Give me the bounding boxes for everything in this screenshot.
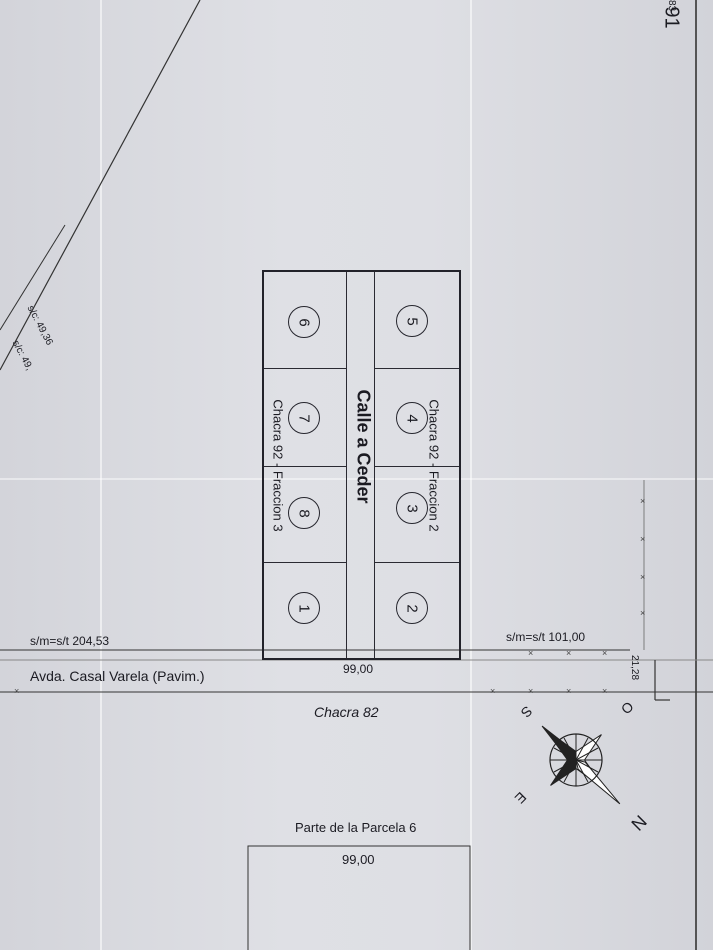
lot-5: 5 xyxy=(396,305,428,337)
lot-8: 8 xyxy=(288,497,320,529)
boundary-mark: × xyxy=(14,686,20,696)
boundary-mark: × xyxy=(490,686,496,696)
compass-rose-icon xyxy=(541,725,621,805)
right-frontage: s/m=s/t 101,00 xyxy=(506,630,586,644)
chacra-82-label: Chacra 82 xyxy=(314,704,379,720)
boundary-mark: × xyxy=(640,534,646,544)
lot-4: 4 xyxy=(396,402,428,434)
boundary-mark: × xyxy=(640,496,646,506)
boundary-mark: × xyxy=(566,686,572,696)
lot-2: 2 xyxy=(396,592,428,624)
avenue-label: Avda. Casal Varela (Pavim.) xyxy=(30,668,205,684)
boundary-mark: × xyxy=(528,686,534,696)
boundary-mark: × xyxy=(602,648,608,658)
fold-line xyxy=(100,0,102,950)
lot-3: 3 xyxy=(396,492,428,524)
fraction-3-label: Chacra 92 - Fraccion 3 xyxy=(270,399,286,532)
boundary-mark: × xyxy=(528,648,534,658)
fraction-2-label: Chacra 92 - Fraccion 2 xyxy=(426,399,442,532)
boundary-mark: × xyxy=(602,686,608,696)
lot-6: 6 xyxy=(288,306,320,338)
boundary-mark: × xyxy=(640,608,646,618)
right-offset: 21,28 xyxy=(629,654,641,681)
diagonal-boundary xyxy=(0,0,201,371)
street-label: Calle a Ceder xyxy=(353,389,374,504)
parcel-width: 99,00 xyxy=(342,852,375,867)
left-frontage: s/m=s/t 204,53 xyxy=(30,634,110,648)
block xyxy=(262,270,461,660)
boundary-mark: × xyxy=(566,648,572,658)
parcel-label: Parte de la Parcela 6 xyxy=(295,820,417,835)
fold-line xyxy=(470,0,472,950)
lot-1: 1 xyxy=(288,592,320,624)
sheet-border xyxy=(695,0,697,950)
fold-line xyxy=(0,478,713,480)
lot-7: 7 xyxy=(288,402,320,434)
boundary-mark: × xyxy=(640,572,646,582)
block-width: 99,00 xyxy=(343,662,374,676)
